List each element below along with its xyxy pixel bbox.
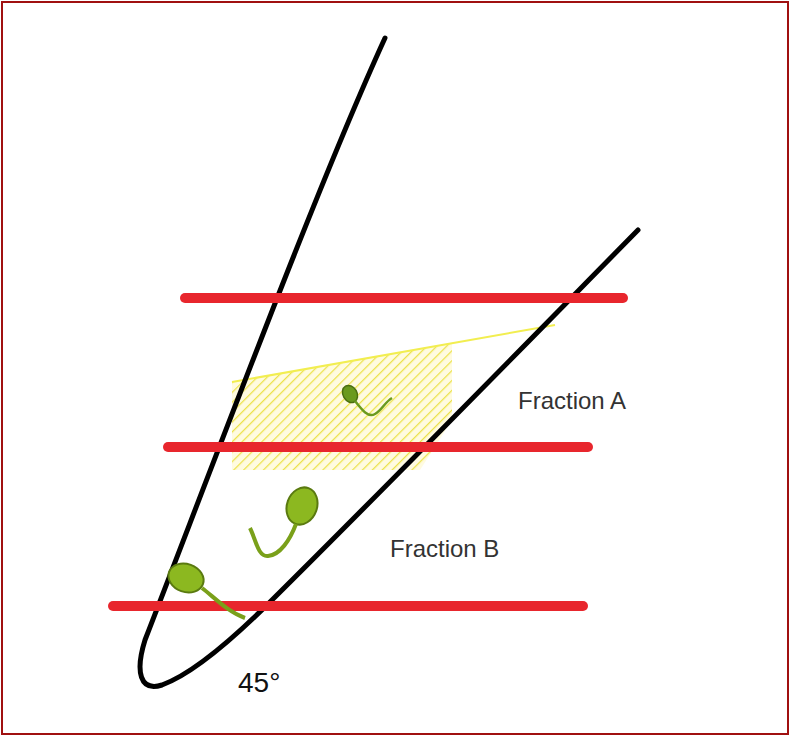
fraction-label: Fraction B [390,536,499,562]
test-tube [140,38,638,686]
layer-boundary [232,325,555,382]
angle-label: 45° [238,668,280,699]
fraction-label: Fraction A [518,388,626,414]
sperm-cells [164,383,392,618]
cut-lines [113,298,623,606]
